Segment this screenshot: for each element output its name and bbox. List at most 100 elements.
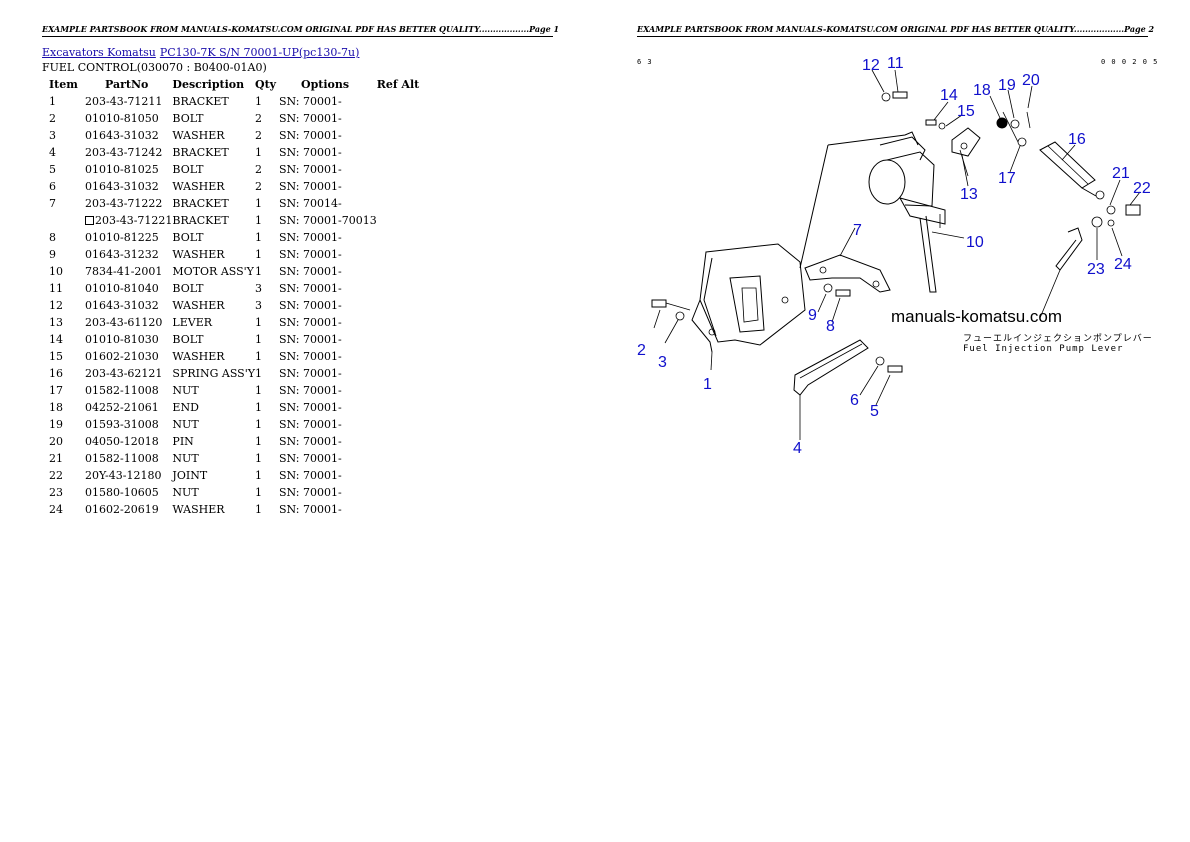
row-qty: 1 <box>255 365 279 382</box>
row-description-text: END <box>172 401 199 414</box>
row-description-text: NUT <box>172 452 199 465</box>
row-options-text: SN: 70001- <box>279 231 342 244</box>
row-partno: 04050-12018 <box>85 433 172 450</box>
row-partno-text: 203-43-61120 <box>85 316 163 329</box>
row-qty: 1 <box>255 195 279 212</box>
row-options-text: SN: 70001- <box>279 163 342 176</box>
row-partno-text: 01593-31008 <box>85 418 159 431</box>
row-partno-text: 01580-10605 <box>85 486 159 499</box>
row-refalt <box>377 280 437 297</box>
row-description: BRACKET <box>172 212 255 229</box>
row-description: LEVER <box>172 314 255 331</box>
row-description: BRACKET <box>172 195 255 212</box>
row-description-text: WASHER <box>172 350 225 363</box>
row-item-text: 4 <box>49 146 56 159</box>
diagram-code-right: 0 0 0 2 0 5 <box>1101 58 1159 66</box>
row-item-text: 2 <box>49 112 56 125</box>
row-partno: 203-43-71222 <box>85 195 172 212</box>
bracket-7-drawing <box>804 254 891 297</box>
row-qty: 1 <box>255 263 279 280</box>
row-refalt <box>377 348 437 365</box>
row-options-text: SN: 70001- <box>279 265 342 278</box>
breadcrumb-link-excavators[interactable]: Excavators Komatsu <box>42 46 156 59</box>
row-options: SN: 70001- <box>279 263 377 280</box>
lever-13-drawing <box>951 127 981 177</box>
row-options-text: SN: 70001- <box>279 146 342 159</box>
row-description: WASHER <box>172 246 255 263</box>
row-description-text: BOLT <box>172 163 204 176</box>
row-item-text: 5 <box>49 163 56 176</box>
row-options: SN: 70001- <box>279 178 377 195</box>
row-description-text: WASHER <box>172 248 225 261</box>
row-partno: 01602-20619 <box>85 501 172 518</box>
row-partno: 01010-81225 <box>85 229 172 246</box>
row-description-text: NUT <box>172 384 199 397</box>
row-partno: 01580-10605 <box>85 484 172 501</box>
row-item: 13 <box>42 314 85 331</box>
row-options: SN: 70001-70013 <box>279 212 377 229</box>
row-qty: 2 <box>255 110 279 127</box>
row-options-text: SN: 70001- <box>279 418 342 431</box>
row-description: BOLT <box>172 280 255 297</box>
row-partno-text: 7834-41-2001 <box>85 265 163 278</box>
row-partno-text: 01582-11008 <box>85 452 159 465</box>
outline-link <box>827 131 919 146</box>
callout-18: 18 <box>973 82 991 99</box>
row-description: WASHER <box>172 297 255 314</box>
row-description: WASHER <box>172 348 255 365</box>
row-qty: 2 <box>255 178 279 195</box>
parts-table: Item PartNo Description Qty Options Ref … <box>42 76 437 518</box>
row-partno-text: 01643-31032 <box>85 129 159 142</box>
row-qty-text: 1 <box>255 231 263 244</box>
breadcrumb-link-model[interactable]: PC130-7K S/N 70001-UP(pc130-7u) <box>159 46 360 59</box>
row-refalt <box>377 382 437 399</box>
callout-16: 16 <box>1068 131 1086 148</box>
header-item: Item <box>49 78 78 91</box>
callout-20: 20 <box>1022 72 1040 89</box>
row-partno: 20Y-43-12180 <box>85 467 172 484</box>
row-description: JOINT <box>172 467 255 484</box>
row-item-text: 14 <box>49 333 63 346</box>
row-description-text: BOLT <box>172 112 204 125</box>
row-partno: 01010-81025 <box>85 161 172 178</box>
section-title: FUEL CONTROL(030070 : B0400-01A0) <box>42 61 267 74</box>
row-description-text: WASHER <box>172 180 225 193</box>
row-qty-text: 1 <box>255 367 263 380</box>
row-qty-text: 1 <box>255 418 263 431</box>
row-item: 14 <box>42 331 85 348</box>
row-partno: 203-43-71242 <box>85 144 172 161</box>
row-partno: 01593-31008 <box>85 416 172 433</box>
row-qty: 1 <box>255 212 279 229</box>
row-options: SN: 70001- <box>279 280 377 297</box>
alternate-marker-icon <box>85 216 94 225</box>
row-refalt <box>377 144 437 161</box>
row-options-text: SN: 70001- <box>279 384 342 397</box>
row-item-text: 13 <box>49 316 63 329</box>
row-item-text: 7 <box>49 197 56 210</box>
row-options: SN: 70001- <box>279 382 377 399</box>
row-partno: 01643-31032 <box>85 297 172 314</box>
row-refalt <box>377 161 437 178</box>
row-refalt <box>377 297 437 314</box>
bracket-1-drawing <box>691 243 806 353</box>
row-options-text: SN: 70001- <box>279 316 342 329</box>
row-options: SN: 70001- <box>279 501 377 518</box>
row-refalt <box>377 110 437 127</box>
row-options-text: SN: 70001- <box>279 435 342 448</box>
header-qty: Qty <box>255 78 277 91</box>
row-item-text: 16 <box>49 367 63 380</box>
joint-rod-drawing <box>1055 216 1115 271</box>
row-item-text: 3 <box>49 129 56 142</box>
row-description: NUT <box>172 382 255 399</box>
row-item-text: 6 <box>49 180 56 193</box>
row-description: NUT <box>172 450 255 467</box>
row-qty-text: 1 <box>255 316 263 329</box>
callout-1: 1 <box>703 376 712 393</box>
row-qty-text: 1 <box>255 95 263 108</box>
row-item: 12 <box>42 297 85 314</box>
